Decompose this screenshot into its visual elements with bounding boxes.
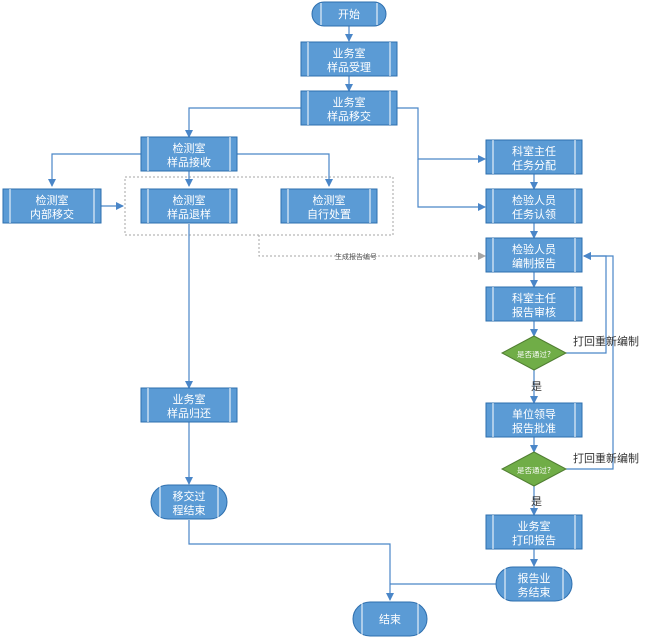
node-label-line2: 内部移交 — [30, 207, 74, 221]
node-label-line2: 样品退样 — [167, 207, 211, 221]
label-yes-2: 是 — [531, 495, 542, 508]
label-gen-report-no: 生成报告编号 — [335, 252, 377, 261]
edge-decision2-redo — [566, 252, 614, 470]
edge-receive-internal — [48, 153, 141, 187]
node-label-line2: 样品受理 — [327, 60, 371, 74]
node-end: 结束 — [352, 601, 428, 637]
node-label: 是否通过? — [517, 465, 551, 475]
node-label-line2: 样品接收 — [167, 155, 211, 169]
node-label-line1: 科室主任 — [512, 144, 556, 158]
label-redo-1: 打回重新编制 — [573, 334, 639, 348]
node-label-line2: 样品归还 — [167, 406, 211, 420]
edge-transfer-receive — [185, 107, 301, 138]
node-label-line2: 编制报告 — [512, 256, 556, 270]
node-label-line1: 检测室 — [173, 193, 206, 207]
edge-transfer-confirm — [417, 159, 486, 211]
edge-receive-self — [237, 153, 333, 187]
node-label: 结束 — [379, 613, 401, 626]
node-label-line1: 业务室 — [333, 46, 366, 60]
node-label-line1: 检测室 — [36, 193, 69, 207]
label-redo-2: 打回重新编制 — [573, 451, 639, 465]
label-yes-1: 是 — [531, 380, 542, 393]
node-label-line2: 程结束 — [173, 504, 206, 517]
node-label: 是否通过? — [517, 349, 551, 359]
edge-transferend-end — [188, 520, 394, 601]
node-label-line1: 单位领导 — [512, 407, 556, 421]
node-label-line1: 移交过 — [173, 489, 206, 503]
node-label-line2: 样品移交 — [327, 109, 371, 123]
node-label-line2: 任务认领 — [512, 208, 556, 221]
node-start: 开始 — [311, 1, 387, 27]
node-label-line1: 检验人员 — [512, 193, 556, 207]
node-label-line2: 自行处置 — [307, 208, 351, 221]
node-label-line1: 检测室 — [313, 193, 346, 207]
node-label-line1: 业务室 — [518, 519, 551, 533]
edges — [48, 26, 614, 601]
node-label-line1: 科室主任 — [512, 291, 556, 305]
node-label-line2: 报告批准 — [512, 421, 556, 435]
node-label-line1: 报告业 — [518, 571, 551, 585]
node-label-line1: 检验人员 — [512, 242, 556, 256]
edge-group-report-dotted — [258, 235, 486, 260]
edge-transfer-assign — [397, 107, 486, 163]
node-label-line2: 务结束 — [518, 586, 551, 599]
node-label-line2: 打印报告 — [512, 533, 556, 547]
node-label-line1: 业务室 — [173, 392, 206, 406]
node-label-line2: 任务分配 — [512, 159, 556, 172]
node-decision2: 是否通过? — [500, 451, 568, 487]
node-label: 开始 — [338, 7, 360, 21]
node-label-line1: 业务室 — [333, 95, 366, 109]
node-label-line2: 报告审核 — [512, 305, 556, 319]
node-label-line1: 检测室 — [173, 141, 206, 155]
node-decision1: 是否通过? — [500, 335, 568, 371]
